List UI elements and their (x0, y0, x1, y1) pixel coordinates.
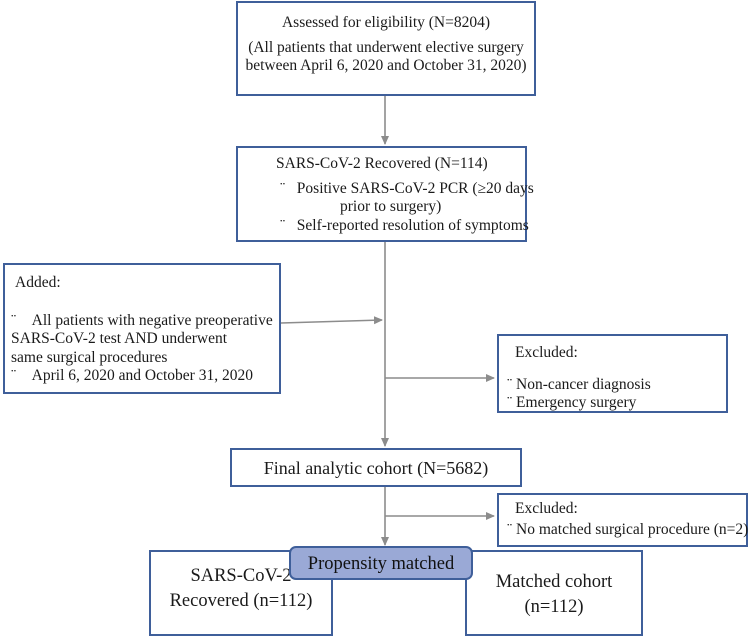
added-title: Added: (15, 274, 61, 291)
bullet-marker: ¨ (280, 216, 286, 234)
excluded-1-bullet-2-text: Emergency surgery (516, 394, 637, 412)
recovered-bullet-2: ¨ Self-reported resolution of symptoms (280, 216, 529, 236)
recovered-box: SARS-CoV-2 Recovered (N=114) ¨ Positive … (236, 146, 534, 242)
assessed-box: Assessed for eligibility (N=8204) (All p… (236, 1, 536, 96)
added-bullet-2: ¨ April 6, 2020 and October 31, 2020 (11, 367, 279, 386)
sars-recovered-line-2: Recovered (n=112) (169, 590, 313, 611)
excluded-1-bullet-1: ¨ Non-cancer diagnosis (507, 376, 726, 395)
assessed-line-3: between April 6, 2020 and October 31, 20… (245, 57, 527, 75)
excluded-1-bullet-2: ¨ Emergency surgery (507, 394, 726, 413)
added-bullet-1-cont-2: same surgical procedures (11, 348, 168, 366)
added-box: Added: ¨ All patients with negative preo… (3, 263, 281, 394)
matched-cohort-box: Matched cohort (n=112) (465, 550, 643, 636)
sars-recovered-line-1: SARS-CoV-2 (190, 566, 292, 586)
final-cohort-box: Final analytic cohort (N=5682) (230, 448, 522, 487)
recovered-bullet-2-text: Self-reported resolution of symptoms (296, 216, 529, 234)
arrow-added-to-main (280, 316, 383, 325)
matched-cohort-line-1: Matched cohort (495, 572, 613, 592)
recovered-bullet-1: ¨ Positive SARS-CoV-2 PCR (≥20 days (280, 179, 534, 199)
assessed-title: Assessed for eligibility (N=8204) (281, 14, 491, 31)
bullet-marker: ¨ (507, 394, 513, 412)
sars-recovered-box: SARS-CoV-2 Recovered (n=112) (149, 550, 333, 636)
excluded-2-bullet-1-text: No matched surgical procedure (n=2) (516, 520, 749, 538)
excluded-2-title: Excluded: (515, 500, 578, 517)
assessed-line-2: (All patients that underwent elective su… (248, 38, 524, 56)
excluded-box-1: Excluded: ¨ Non-cancer diagnosis ¨ Emerg… (497, 334, 728, 413)
propensity-matched-title: Propensity matched (307, 554, 455, 574)
added-bullet-1-text: All patients with negative preoperative (31, 311, 273, 329)
added-bullet-1: ¨ All patients with negative preoperativ… (11, 312, 279, 331)
bullet-marker: ¨ (11, 311, 17, 329)
bullet-marker: ¨ (507, 520, 513, 538)
bullet-marker: ¨ (507, 375, 513, 393)
bullet-marker: ¨ (280, 179, 286, 197)
excluded-box-2: Excluded: ¨ No matched surgical procedur… (497, 493, 748, 547)
added-bullet-1-cont-1: SARS-CoV-2 test AND underwent (11, 330, 228, 348)
recovered-bullet-1-text: Positive SARS-CoV-2 PCR (≥20 days (296, 179, 534, 197)
excluded-1-title: Excluded: (515, 344, 578, 361)
added-bullet-2-text: April 6, 2020 and October 31, 2020 (31, 367, 253, 385)
recovered-title: SARS-CoV-2 Recovered (N=114) (276, 155, 488, 172)
excluded-1-bullet-1-text: Non-cancer diagnosis (516, 375, 651, 393)
bullet-marker: ¨ (11, 367, 17, 385)
propensity-matched-label: Propensity matched (289, 546, 473, 580)
matched-cohort-line-2: (n=112) (524, 596, 584, 617)
recovered-bullet-1-cont: prior to surgery) (340, 198, 442, 216)
excluded-2-bullet-1: ¨ No matched surgical procedure (n=2) (507, 520, 749, 540)
final-cohort-title: Final analytic cohort (N=5682) (263, 458, 489, 478)
